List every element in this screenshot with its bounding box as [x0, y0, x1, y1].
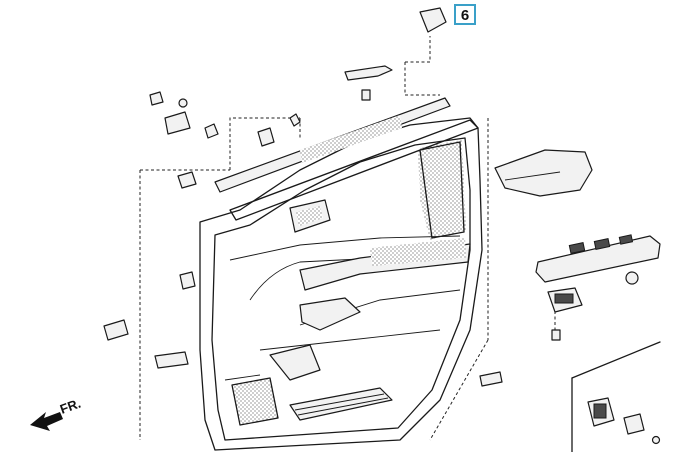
- front-label: FR.: [58, 396, 83, 417]
- front-direction-marker: FR.: [30, 396, 83, 431]
- arrow-left-icon: [30, 412, 63, 431]
- door-trim-panel: [199, 117, 483, 451]
- clip-fasteners: [103, 7, 639, 387]
- switch-panel: [535, 234, 661, 283]
- armrest-cover: [494, 149, 593, 197]
- mirror-corner-cap: [344, 65, 393, 81]
- callout-box: [454, 4, 476, 25]
- detail-inset: [571, 341, 661, 452]
- callout-number: 6: [461, 7, 469, 24]
- switch-unit: [547, 287, 583, 313]
- part-callout-6[interactable]: 6: [454, 4, 476, 25]
- upper-garnish-strip: [214, 97, 479, 221]
